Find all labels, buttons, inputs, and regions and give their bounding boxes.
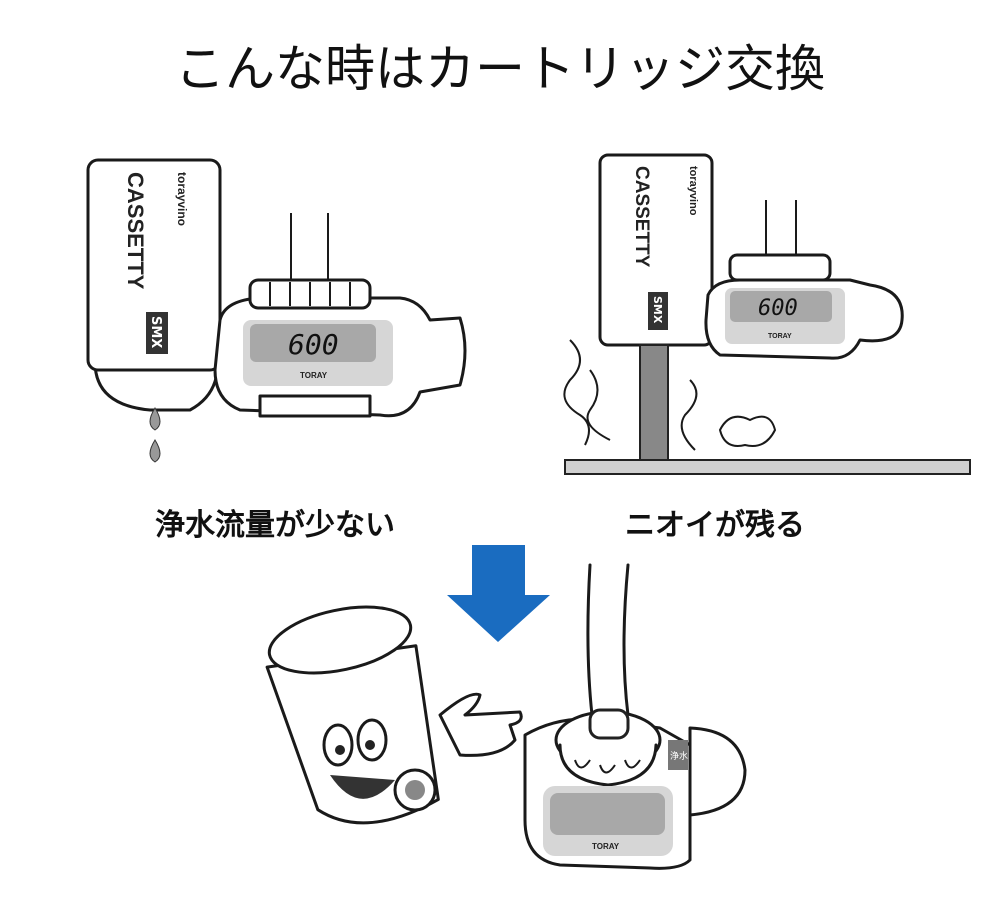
left-filter-device: torayvino CASSETTY SMX 600 TORAY [86,158,467,463]
maker-label: TORAY [300,371,328,380]
caption-odor-remains: ニオイが残る [625,508,805,543]
mode-label: 浄水 [670,750,688,762]
lcd-display-value: 600 [758,296,798,321]
lcd-display-value: 600 [288,328,339,361]
brand-large-label: CASSETTY [123,172,148,290]
right-filter-device: torayvino CASSETTY SMX 600 TORAY [563,153,971,475]
sink-surface [564,459,971,475]
brand-large-label: CASSETTY [631,166,652,268]
faucet-filter-device: 浄水 TORAY [523,563,747,870]
model-label: SMX [148,316,163,348]
maker-label: TORAY [768,333,792,340]
caption-low-flow: 浄水流量が少ない [155,508,395,543]
pointing-hand-icon [438,692,523,757]
brand-small-label: torayvino [175,172,189,226]
water-stream [639,344,669,461]
water-drops-icon [149,407,161,463]
cartridge-character [265,605,523,825]
brand-small-label: torayvino [687,166,699,216]
odor-smoke-icon [563,339,777,451]
model-label: SMX [651,296,664,324]
page-title: こんな時はカートリッジ交換 [175,40,825,98]
down-arrow-icon [447,545,550,642]
maker-label: TORAY [592,842,620,851]
